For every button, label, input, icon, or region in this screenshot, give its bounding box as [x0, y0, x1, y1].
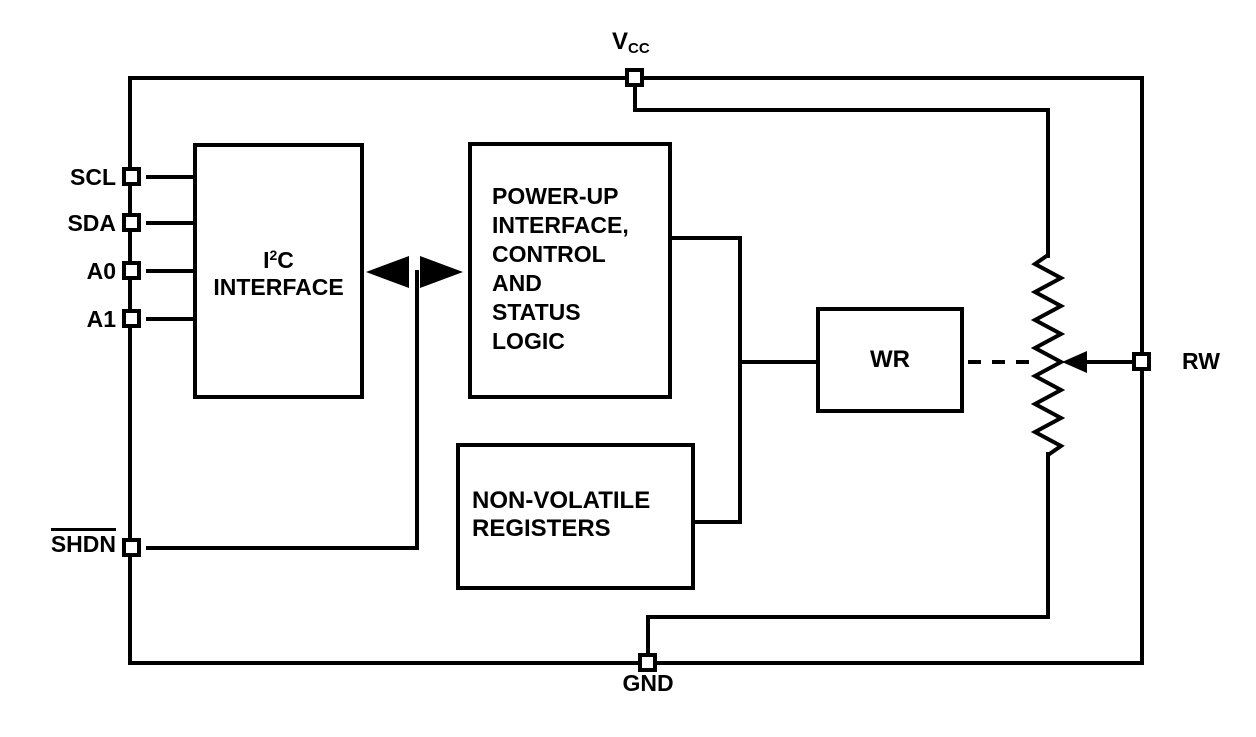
logic-out-wire: [672, 236, 742, 240]
power-up-label-line: AND: [492, 270, 542, 296]
wr-label: WR: [870, 346, 910, 373]
vcc-pin: [625, 68, 644, 87]
i2c-interface-label-line2: INTERFACE: [213, 273, 344, 300]
a1-pin: [122, 309, 141, 328]
wr-block: WR: [816, 307, 964, 413]
shdn-wire: [146, 546, 419, 550]
wr-in-wire: [742, 360, 820, 364]
power-up-label-line: POWER-UP: [492, 183, 619, 209]
a0-pin: [122, 261, 141, 280]
vcc-label: VCC: [612, 28, 650, 57]
power-up-label-line: STATUS: [492, 299, 581, 325]
i2c-interface-block: I2C INTERFACE: [193, 143, 364, 399]
scl-label: SCL: [70, 164, 116, 190]
gnd-label: GND: [622, 670, 674, 696]
a0-label: A0: [86, 258, 116, 284]
resistor-top-wire: [1046, 108, 1050, 258]
sda-wire: [146, 221, 195, 225]
power-up-label-line: CONTROL: [492, 241, 606, 267]
vcc-wire-right: [633, 108, 1050, 112]
rw-pin: [1132, 352, 1151, 371]
nonvolatile-registers-block: NON-VOLATILE REGISTERS: [456, 443, 695, 590]
rw-label: RW: [1182, 348, 1220, 374]
shdn-label: SHDN: [36, 528, 116, 556]
a0-wire: [146, 269, 195, 273]
shdn-pin: [122, 538, 141, 557]
scl-wire: [146, 175, 195, 179]
power-up-label-line: LOGIC: [492, 328, 565, 354]
gnd-wire-right: [646, 615, 1050, 619]
trunk-wire: [738, 236, 742, 524]
vcc-wire-down: [633, 85, 637, 112]
power-up-label-line: INTERFACE,: [492, 212, 629, 238]
power-up-logic-block: POWER-UP INTERFACE, CONTROL AND STATUS L…: [468, 142, 672, 399]
sda-label: SDA: [67, 210, 116, 236]
a1-wire: [146, 317, 195, 321]
nonvolatile-label-line: NON-VOLATILE: [472, 487, 651, 514]
nonvolatile-label-line: REGISTERS: [472, 515, 611, 542]
sda-pin: [122, 213, 141, 232]
registers-wire: [693, 520, 742, 524]
scl-pin: [122, 167, 141, 186]
resistor-bottom-wire: [1046, 452, 1050, 619]
shdn-wire-up: [415, 270, 419, 550]
a1-label: A1: [86, 306, 116, 332]
i2c-interface-label-line1: I2C: [263, 246, 294, 273]
gnd-wire-up: [646, 615, 650, 657]
gnd-pin: [638, 653, 657, 672]
